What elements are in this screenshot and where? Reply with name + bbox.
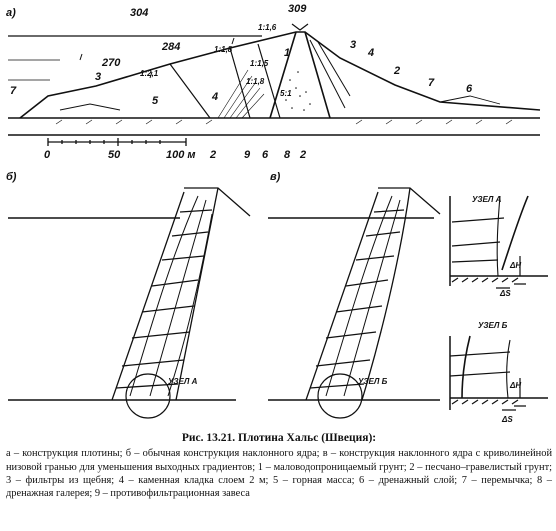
panel-c-flow-net	[268, 187, 441, 419]
figure-label: а)	[6, 7, 16, 19]
figure-label: 3	[95, 71, 101, 83]
figure-label: ΔS	[499, 289, 511, 298]
figure-label: 2	[209, 149, 216, 161]
figure-label: в)	[270, 171, 281, 183]
node-a-detail	[449, 195, 548, 289]
figure-label: 270	[101, 57, 121, 69]
figure-label: 2	[393, 65, 400, 77]
scale-bar	[47, 138, 187, 146]
figure-label: б)	[6, 171, 17, 183]
dam-figure: а) 304 309 284 270 1:1,6 1:1,8 1:2,1 1:1…	[6, 3, 548, 424]
figure-label: 1	[284, 47, 290, 59]
figure-label: УЗЕЛ Б	[478, 321, 508, 330]
panel-a-dam-section	[8, 23, 541, 136]
figure-label: 7	[428, 77, 435, 89]
figure-label: 1:2,1	[140, 69, 159, 78]
panel-a-labels: а) 304 309 284 270 1:1,6 1:1,8 1:2,1 1:1…	[6, 3, 473, 161]
figure-label: 8	[284, 149, 291, 161]
figure-label: УЗЕЛ А	[168, 377, 198, 386]
figure-label: 1:1,8	[214, 45, 233, 54]
figure-label: ΔH	[509, 261, 521, 270]
figure-label: 3	[350, 39, 356, 51]
figure-label: 0	[44, 149, 51, 161]
figure-label: 1:1,5	[250, 59, 269, 68]
caption-title: Рис. 13.21. Плотина Хальс (Швеция):	[181, 432, 377, 444]
figure-label: 2	[299, 149, 306, 161]
figure-label: 100 м	[166, 149, 196, 161]
figure-label: 4	[367, 47, 374, 59]
panel-a-stipple	[285, 71, 311, 111]
figure-label: 284	[161, 41, 180, 53]
figure-label: 5	[152, 95, 159, 107]
panel-b-flow-net	[8, 187, 251, 419]
figure-label: УЗЕЛ Б	[358, 377, 388, 386]
figure-label: 4	[211, 91, 218, 103]
figure-label: 7	[10, 85, 17, 97]
figure-label: 50	[108, 149, 121, 161]
figure-label: 6	[262, 149, 269, 161]
figure-label: 304	[130, 7, 148, 19]
figure-label: 5:1	[280, 89, 292, 98]
figure-caption: Рис. 13.21. Плотина Хальс (Швеция): а – …	[6, 432, 552, 500]
panel-a-hatching	[55, 69, 513, 125]
figure-label: УЗЕЛ А	[472, 195, 502, 204]
figure-label: 9	[244, 149, 251, 161]
caption-text: а – конструкция плотины; б – обычная кон…	[6, 448, 552, 500]
figure-label: 1:1,8	[246, 77, 265, 86]
figure-label: 1:1,6	[258, 23, 277, 32]
figure-label: ΔS	[501, 415, 513, 424]
figure-label: 309	[288, 3, 307, 15]
figure-label: ΔH	[509, 381, 521, 390]
node-b-detail	[449, 335, 548, 411]
figure-label: 6	[466, 83, 473, 95]
